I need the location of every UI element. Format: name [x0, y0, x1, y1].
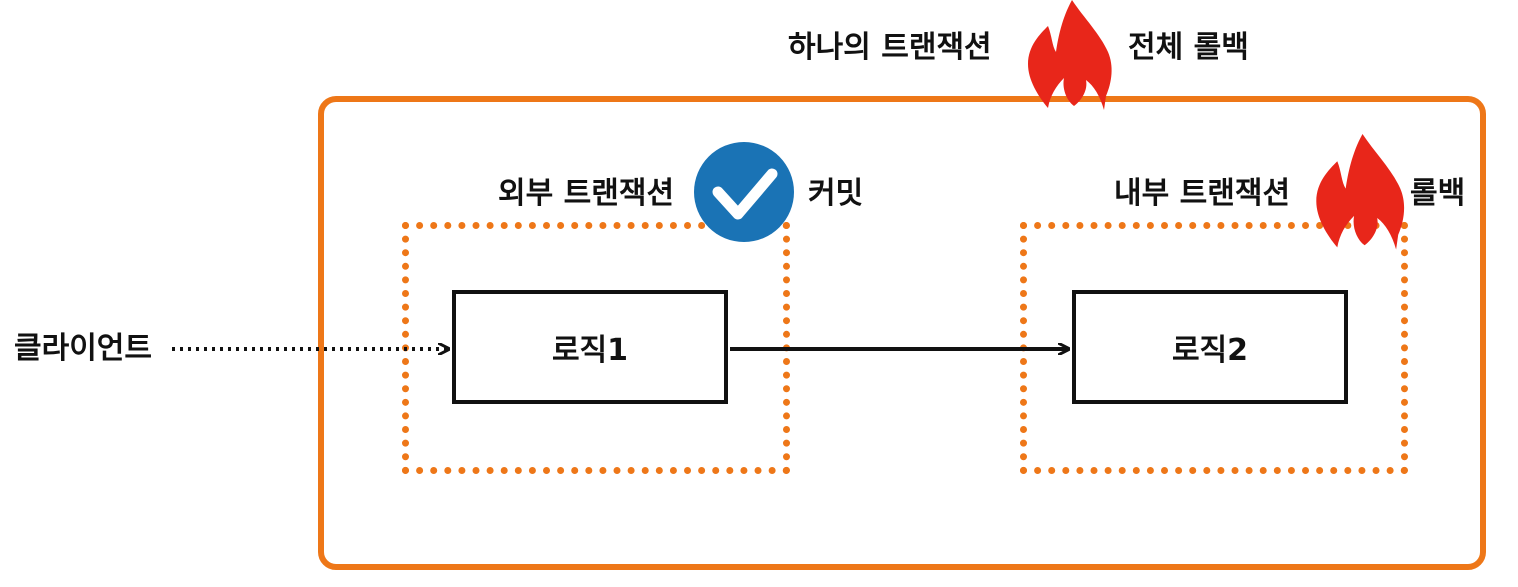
outer-transaction-label: 외부 트랜잭션 [498, 176, 675, 211]
fire-icon [1028, 0, 1112, 110]
inner-rollback-label: 롤백 [1410, 176, 1466, 211]
outer-commit-label: 커밋 [808, 176, 864, 211]
logic2-label: 로직2 [1171, 333, 1249, 368]
logic1-label: 로직1 [551, 333, 629, 368]
logic2-box: 로직2 [1072, 290, 1348, 404]
title-left-label: 하나의 트랜잭션 [788, 30, 992, 65]
inner-transaction-label: 내부 트랜잭션 [1114, 176, 1291, 211]
client-label: 클라이언트 [14, 331, 152, 366]
logic1-box: 로직1 [452, 290, 728, 404]
checkmark-icon [694, 142, 794, 242]
fire-icon [1316, 134, 1405, 250]
physical-transaction-box [318, 96, 1486, 570]
title-right-label: 전체 롤백 [1128, 30, 1249, 65]
